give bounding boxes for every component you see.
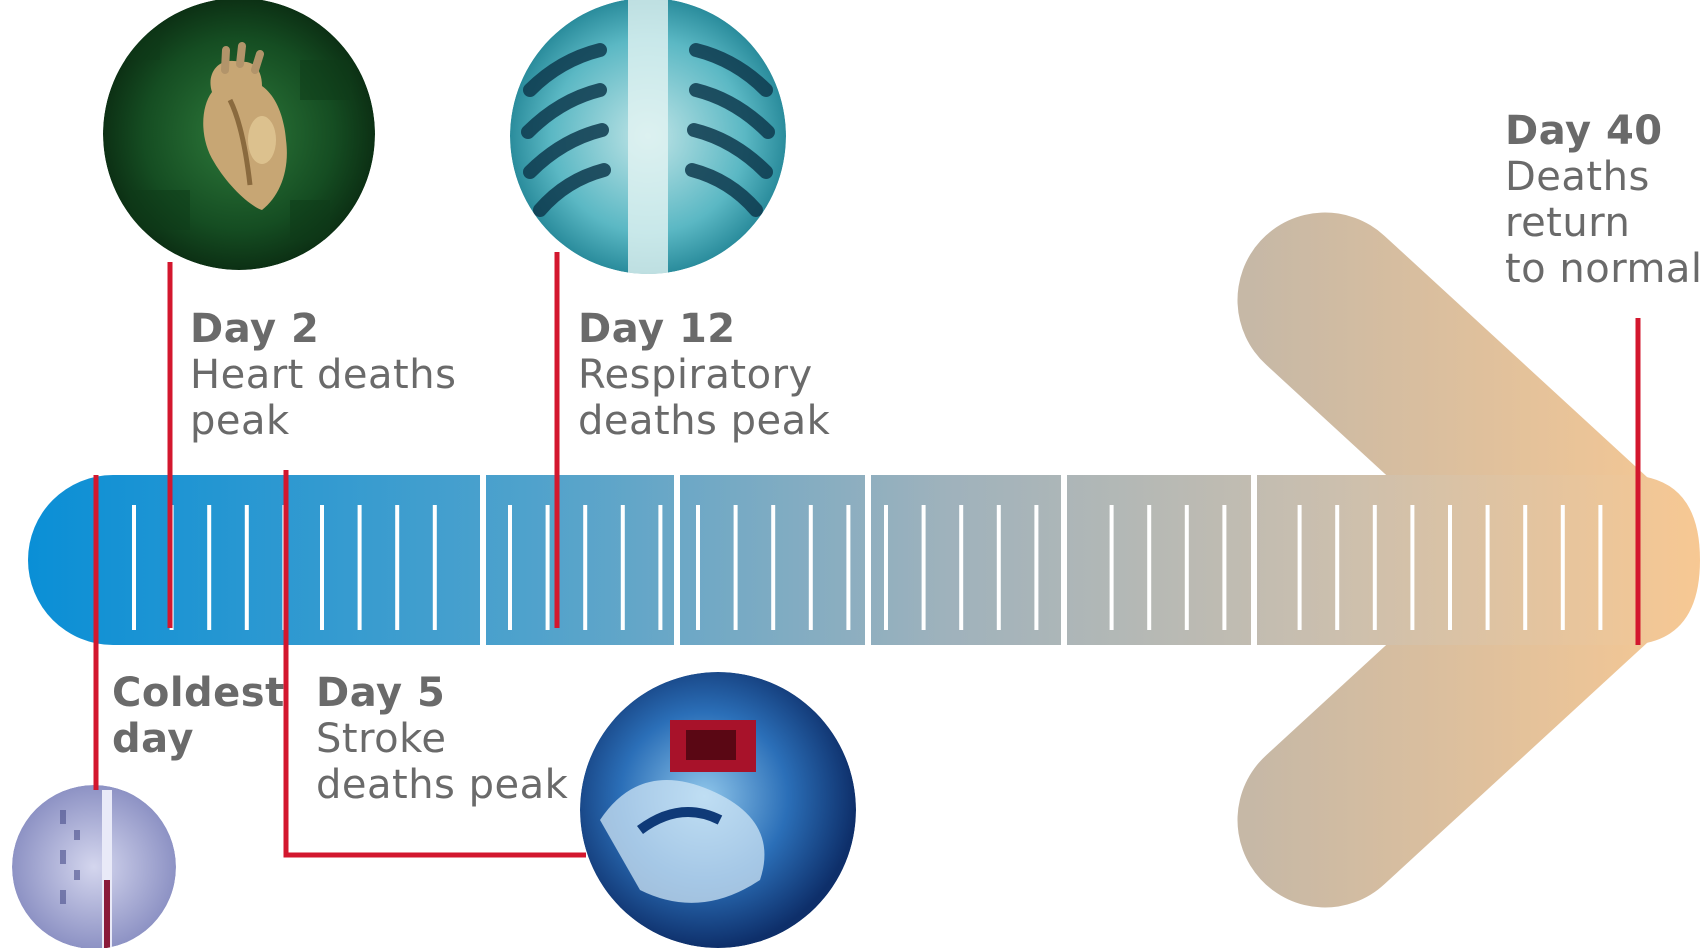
normal-label: Day 40 Deaths return to normal bbox=[1505, 108, 1703, 292]
respiratory-day: Day 12 bbox=[578, 306, 830, 352]
coldest-label: Coldest day bbox=[112, 670, 285, 762]
heart-label: Day 2 Heart deaths peak bbox=[190, 306, 456, 444]
stroke-desc-line1: Stroke bbox=[316, 716, 568, 762]
respiratory-label: Day 12 Respiratory deaths peak bbox=[578, 306, 830, 444]
respiratory-desc-line1: Respiratory bbox=[578, 352, 830, 398]
coldest-desc: day bbox=[112, 716, 285, 762]
lungs-xray-icon bbox=[510, 0, 786, 280]
heart-desc-line2: peak bbox=[190, 398, 456, 444]
coldest-title: Coldest bbox=[112, 670, 285, 716]
normal-day: Day 40 bbox=[1505, 108, 1703, 154]
brain-scan-icon bbox=[580, 672, 856, 948]
normal-desc-line1: Deaths bbox=[1505, 154, 1703, 200]
normal-desc-line3: to normal bbox=[1505, 246, 1703, 292]
respiratory-desc-line2: deaths peak bbox=[578, 398, 830, 444]
stroke-label: Day 5 Stroke deaths peak bbox=[316, 670, 568, 808]
stroke-day: Day 5 bbox=[316, 670, 568, 716]
heart-icon bbox=[103, 0, 375, 270]
normal-desc-line2: return bbox=[1505, 200, 1703, 246]
stroke-desc-line2: deaths peak bbox=[316, 762, 568, 808]
heart-day: Day 2 bbox=[190, 306, 456, 352]
thermometer-icon bbox=[12, 785, 176, 948]
heart-desc-line1: Heart deaths bbox=[190, 352, 456, 398]
